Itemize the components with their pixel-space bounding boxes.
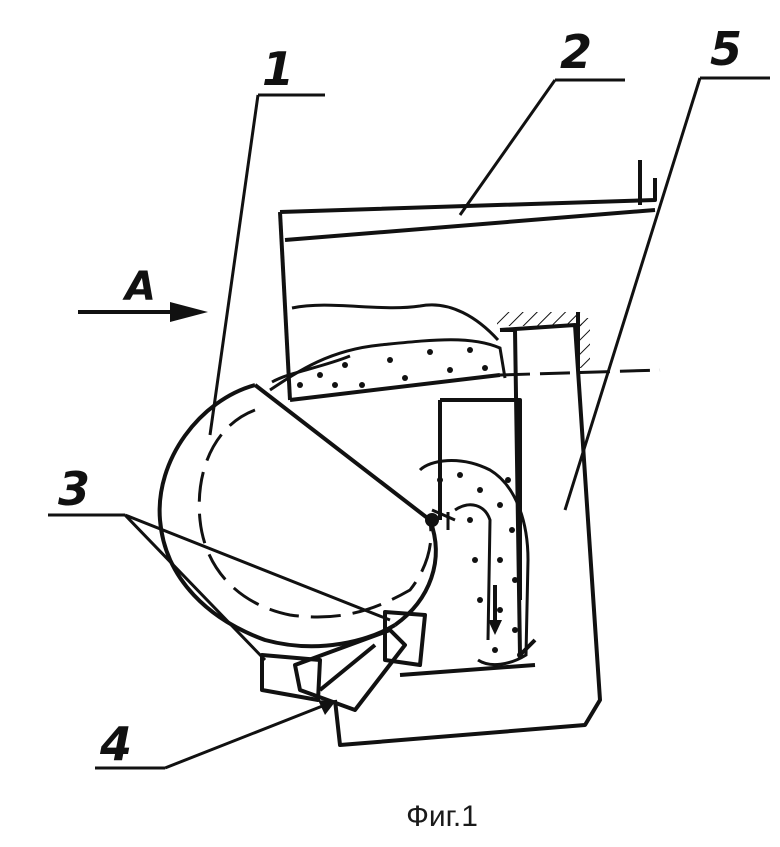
leader-lines [48, 76, 770, 770]
figure-caption: Фиг.1 [406, 800, 478, 833]
drum [157, 383, 456, 649]
label-part-4: 4 [99, 717, 132, 771]
label-part-5: 5 [710, 22, 742, 76]
label-view-a: A [122, 264, 156, 310]
bracket-assembly [260, 610, 427, 712]
label-part-2: 2 [560, 25, 592, 79]
hopper-body [278, 160, 661, 747]
label-part-1: 1 [262, 42, 294, 96]
figure-caption-container: Фиг.1 [0, 800, 780, 834]
label-part-3: 3 [58, 462, 90, 516]
material-layer [269, 303, 530, 667]
